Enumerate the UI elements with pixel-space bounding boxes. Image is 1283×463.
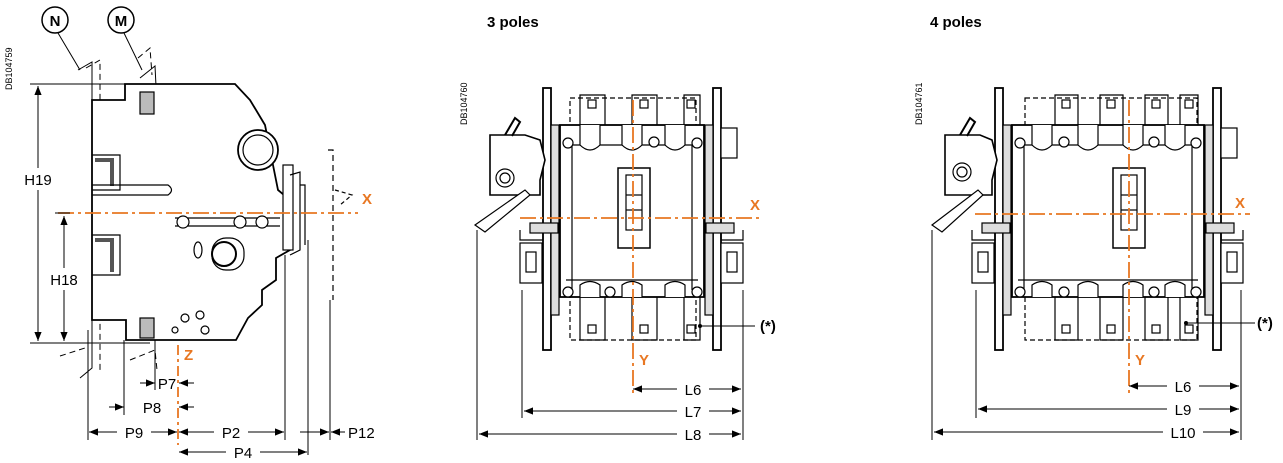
three-axis-x-label: X: [750, 197, 760, 214]
four-axis-y-label: Y: [1135, 352, 1145, 369]
circle-n-label: N: [50, 13, 61, 30]
side-extension-lines: [30, 83, 331, 455]
dim-4p-l10: L10: [1170, 425, 1195, 442]
dim-3p-l8: L8: [685, 427, 702, 444]
four-poles-body: [930, 87, 1244, 351]
three-poles-body: [473, 87, 744, 351]
side-axis-z-label: Z: [184, 347, 193, 364]
three-poles-ref-code: DB104760: [459, 82, 469, 125]
dim-p12: P12: [348, 425, 375, 442]
four-poles-title: 4 poles: [930, 14, 982, 31]
circle-m-label: M: [115, 13, 128, 30]
dim-4p-l6: L6: [1175, 379, 1192, 396]
four-poles-note: (*): [1257, 315, 1273, 332]
dim-3p-l6: L6: [685, 382, 702, 399]
breaker-side-body: [91, 83, 291, 341]
dim-h18: H18: [50, 272, 78, 289]
four-poles-view: 4 poles DB104761: [914, 14, 1273, 442]
circle-n-marker: N: [41, 6, 69, 34]
dim-p8: P8: [143, 400, 161, 417]
dim-h19: H19: [24, 172, 52, 189]
side-axis-x-label: X: [362, 191, 372, 208]
breaker-side-details: [92, 91, 354, 339]
four-poles-ref-code: DB104761: [914, 82, 924, 125]
side-ref-code: DB104759: [4, 47, 14, 90]
dim-p2: P2: [222, 425, 240, 442]
dim-4p-l9: L9: [1175, 402, 1192, 419]
three-axis-y-label: Y: [639, 352, 649, 369]
dim-p4: P4: [234, 445, 252, 462]
three-poles-title: 3 poles: [487, 14, 539, 31]
three-poles-note: (*): [760, 318, 776, 335]
dim-3p-l7: L7: [685, 404, 702, 421]
side-view: DB104759 N M: [4, 6, 375, 462]
dim-p9: P9: [125, 425, 143, 442]
dim-p7: P7: [158, 376, 176, 393]
three-extension-lines: [476, 230, 744, 440]
three-poles-view: 3 poles DB104760: [459, 14, 776, 444]
four-extension-lines: [931, 230, 1242, 440]
four-axis-x-label: X: [1235, 195, 1245, 212]
circle-m-marker: M: [107, 6, 135, 34]
